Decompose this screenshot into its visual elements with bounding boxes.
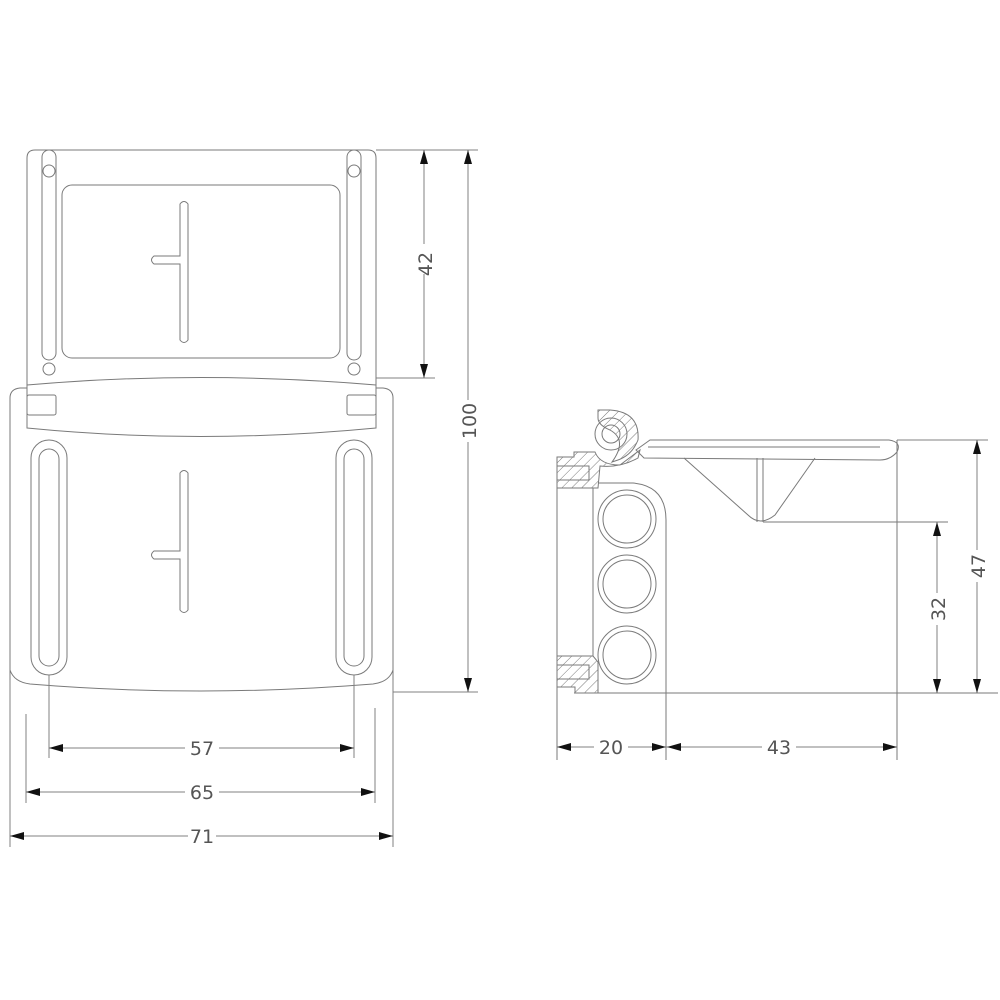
- dimension-label-65: 65: [190, 782, 214, 804]
- dimension-100: 100: [393, 150, 481, 693]
- dimension-label-100: 100: [459, 403, 481, 439]
- dimension-label-71: 71: [190, 826, 214, 848]
- dimension-57: 57: [48, 675, 355, 760]
- dimension-20: 20: [557, 735, 666, 759]
- cable-entries: [597, 489, 657, 685]
- dimension-label-42: 42: [415, 252, 437, 276]
- hinge-section: [556, 409, 641, 694]
- dimension-42: 42: [376, 149, 478, 379]
- base-outline: [9, 377, 394, 692]
- lid-section: [635, 439, 948, 523]
- side-section-view: 47 32 20 43: [556, 409, 998, 760]
- dimension-label-47: 47: [968, 554, 990, 578]
- dimension-32: 32: [927, 522, 950, 693]
- dimension-71: 71: [9, 680, 394, 848]
- dimension-47: 47: [897, 439, 990, 693]
- dimension-65: 65: [25, 708, 376, 804]
- dimension-label-57: 57: [190, 738, 214, 760]
- dimension-label-43: 43: [767, 737, 791, 759]
- front-view: 42 100 57 65: [9, 149, 481, 848]
- dimension-label-32: 32: [928, 597, 950, 621]
- dimension-43: 43: [666, 735, 897, 759]
- box-body: [556, 440, 998, 760]
- lid-outline: [26, 149, 377, 385]
- dimension-label-20: 20: [599, 737, 623, 759]
